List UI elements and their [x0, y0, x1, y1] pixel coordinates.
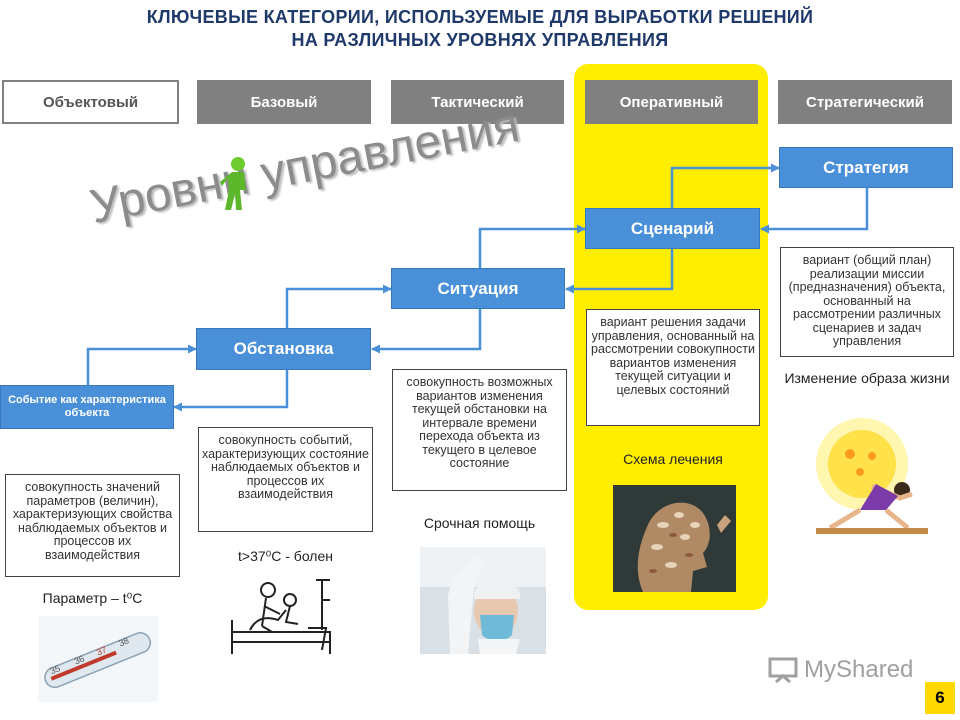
level-tab-strategic: Стратегический	[778, 80, 952, 124]
thermo-mark-4: 38	[117, 635, 130, 648]
arrow-scenario-to-situation	[565, 249, 674, 294]
level-tab-base: Базовый	[197, 80, 371, 124]
level-tab-operational: Оперативный	[585, 80, 758, 124]
example-object: Параметр – t⁰C	[42, 590, 143, 606]
arrow-obstanovka-to-situation	[285, 284, 392, 328]
category-scenario: Сценарий	[585, 208, 760, 249]
category-event: Событие как характеристика объекта	[0, 385, 174, 429]
desc-base: совокупность событий, характеризующих со…	[198, 427, 373, 532]
level-tab-object: Объектовый	[2, 80, 179, 124]
desc-operational: вариант решения задачи управления, основ…	[586, 309, 760, 426]
category-strategy: Стратегия	[779, 147, 953, 188]
arrow-scenario-to-strategy	[670, 163, 780, 208]
arrow-event-to-obstanovka	[86, 344, 197, 385]
logo-text: MyShared	[804, 656, 914, 683]
category-situation: Ситуация	[391, 268, 565, 309]
title-line-2: НА РАЗЛИЧНЫХ УРОВНЯХ УПРАВЛЕНИЯ	[291, 30, 669, 50]
thermo-mark-3: 37	[95, 644, 108, 657]
myshared-logo: MyShared	[768, 656, 913, 684]
arrow-situation-to-obstanovka	[371, 309, 482, 354]
arrow-strategy-to-scenario	[760, 188, 869, 234]
emergency-nurse-photo	[420, 547, 546, 654]
desc-strategic: вариант (общий план) реализации миссии (…	[780, 247, 954, 357]
example-strategic: Изменение образа жизни	[784, 370, 950, 386]
desc-object: совокупность значений параметров (величи…	[5, 474, 180, 577]
pills-head-image	[613, 485, 736, 592]
thermo-mark-2: 36	[73, 653, 86, 666]
example-base: t>37⁰C - болен	[238, 548, 333, 564]
arrow-situation-to-scenario	[478, 224, 586, 268]
slide-title: КЛЮЧЕВЫЕ КАТЕГОРИИ, ИСПОЛЬЗУЕМЫЕ ДЛЯ ВЫР…	[60, 6, 900, 52]
level-tab-tactical: Тактический	[391, 80, 564, 124]
thermometer-image: 35 36 37 38	[38, 616, 158, 702]
title-line-1: КЛЮЧЕВЫЕ КАТЕГОРИИ, ИСПОЛЬЗУЕМЫЕ ДЛЯ ВЫР…	[146, 7, 814, 27]
example-operational: Схема лечения	[623, 451, 723, 467]
example-tactical: Срочная помощь	[423, 515, 536, 531]
page-number: 6	[925, 682, 955, 714]
desc-tactical: совокупность возможных вариантов изменен…	[392, 369, 567, 491]
arrow-obstanovka-to-event	[173, 369, 289, 412]
thermo-mark-1: 35	[49, 663, 62, 676]
walking-figure-icon	[220, 157, 246, 210]
presentation-icon	[768, 657, 798, 683]
patient-bed-image	[226, 570, 346, 658]
yoga-figure-image	[816, 410, 928, 536]
category-obstanovka: Обстановка	[196, 328, 371, 370]
